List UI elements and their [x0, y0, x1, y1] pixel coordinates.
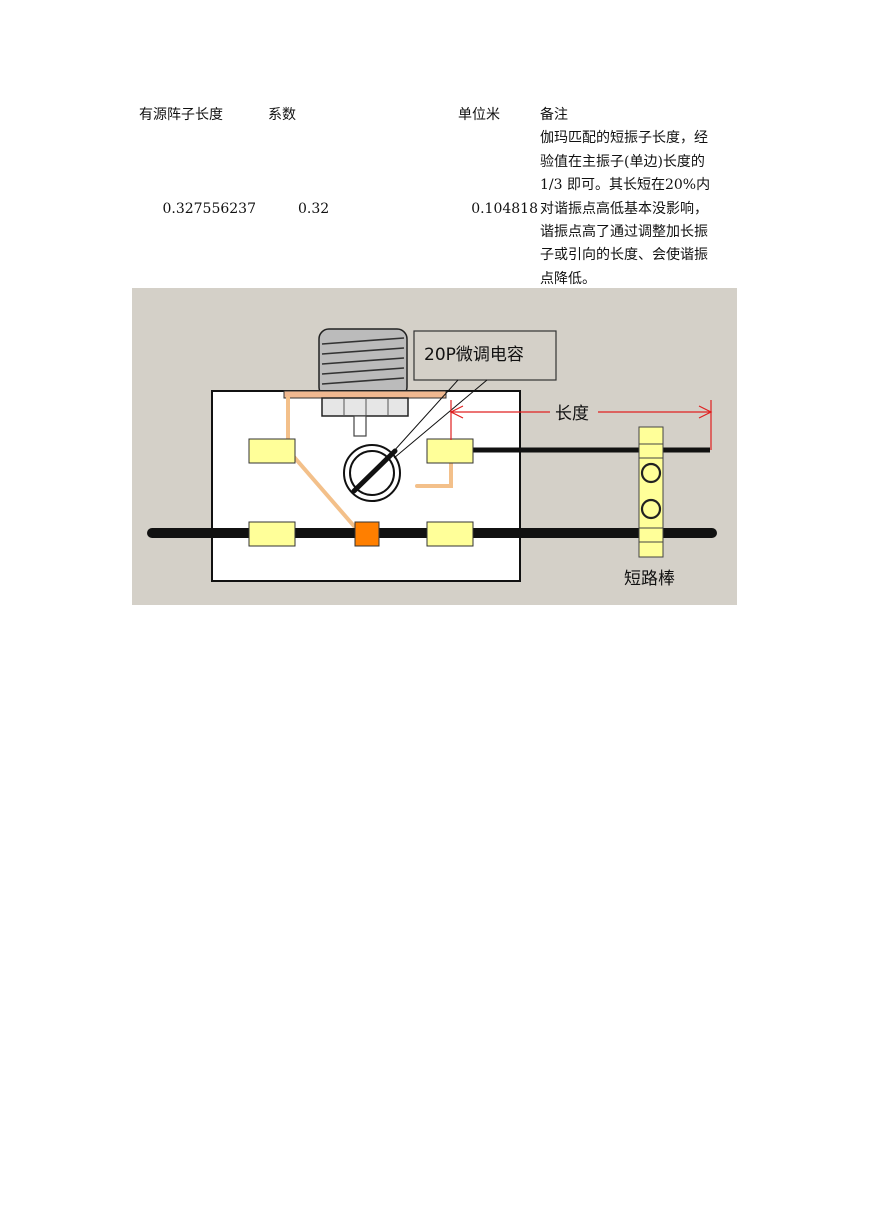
- table-row: 0.327556237 0.32 0.104818 伽玛匹配的短振子长度，经验值…: [133, 127, 718, 291]
- capacitor-base: [321, 397, 409, 417]
- capacitor-pin: [353, 415, 367, 437]
- capacitor-thread-lines: [321, 337, 405, 385]
- capacitor-callout-box: [413, 330, 557, 381]
- terminal-pad-bottom-left: [248, 521, 296, 547]
- short-bar-label: 短路棒: [624, 569, 675, 589]
- gamma-match-diagram: 20P微调电容 长度 短路棒: [132, 288, 737, 605]
- table-header-row: 有源阵子长度 系数 单位米 备注: [133, 104, 718, 127]
- length-label: 长度: [555, 404, 589, 424]
- cell-meters: 0.104818: [471, 200, 538, 217]
- dimension-arrow-left: [449, 405, 464, 419]
- cell-notes: 伽玛匹配的短振子长度，经验值在主振子(单边)长度的 1/3 即可。其长短在20%…: [540, 130, 711, 287]
- length-label-bg: [550, 402, 598, 422]
- callout-pointer: [383, 379, 488, 463]
- wire-right: [415, 451, 453, 488]
- terminal-pad-top-left: [248, 438, 296, 464]
- capacitor-plate: [283, 390, 447, 399]
- header-element-length: 有源阵子长度: [139, 107, 223, 123]
- cell-element-length: 0.327556237: [162, 200, 256, 217]
- short-bar-dividers: [639, 443, 663, 543]
- short-bar-bolt-top: [640, 462, 662, 484]
- center-feed-pad: [354, 521, 380, 547]
- terminal-pad-bottom-right: [426, 521, 474, 547]
- header-meters: 单位米: [458, 107, 500, 123]
- short-bar-bolt-bottom: [640, 498, 662, 520]
- terminal-pad-top-right: [426, 438, 474, 464]
- short-bar: [638, 426, 664, 558]
- cell-coefficient: 0.32: [298, 200, 330, 217]
- capacitor-base-lines: [343, 398, 389, 416]
- capacitor-label: 20P微调电容: [424, 345, 524, 365]
- dimension-arrow-right: [698, 405, 713, 419]
- antenna-spec-table: 有源阵子长度 系数 单位米 备注 0.327556237 0.32 0.1048…: [133, 104, 718, 291]
- header-coefficient: 系数: [268, 107, 296, 123]
- short-bar-body: [638, 426, 664, 558]
- terminal-pads: [248, 438, 474, 547]
- header-notes: 备注: [540, 107, 568, 123]
- diagram-svg: 20P微调电容 长度 短路棒: [132, 288, 737, 605]
